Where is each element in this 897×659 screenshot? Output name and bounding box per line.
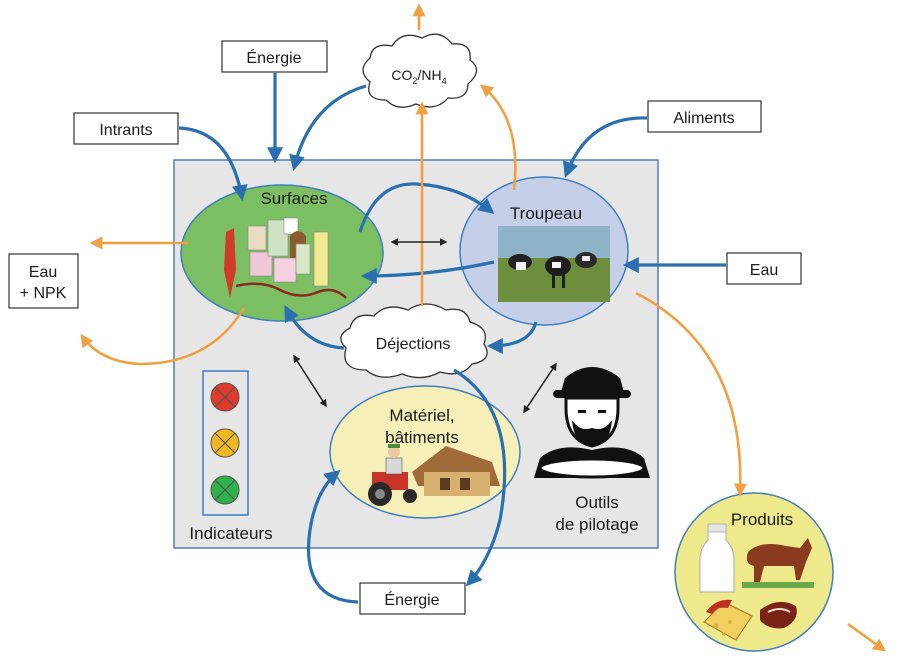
intrants-box [73, 112, 179, 145]
materiel-label-line2: bâtiments [385, 428, 459, 447]
eau-in-box [726, 252, 802, 285]
indicator-yellow-light [210, 428, 240, 458]
arrow-aliments-to-troupeau [562, 116, 648, 178]
orange-flows [80, 3, 887, 652]
indicator-green-light [210, 475, 240, 505]
eau-npk-box [8, 253, 79, 309]
energie-bottom-label: Énergie [384, 590, 439, 609]
energie-bottom-box [359, 582, 466, 615]
arrow-cloud-to-surfaces [289, 84, 367, 172]
arrow-energie-to-materiel [307, 469, 359, 604]
energie-top-box [221, 40, 328, 73]
surfaces-label: Surfaces [260, 189, 327, 208]
arrow-dejections-to-energie [453, 368, 507, 587]
farmer-pilot-icon [534, 367, 650, 479]
tractor-barn-illustration [368, 444, 500, 506]
arrow-dejections-materiel-link [293, 354, 327, 408]
eau-npk-line1: Eau [29, 264, 57, 281]
troupeau-label: Troupeau [510, 204, 582, 223]
surfaces-node [180, 184, 384, 322]
arrow-troupeau-to-dejections [486, 321, 538, 354]
gas-cloud [362, 33, 478, 108]
outils-label-line2: de pilotage [555, 515, 638, 534]
materiel-node [329, 385, 521, 519]
arrow-surfaces-to-troupeau [358, 182, 495, 233]
products-illustration [699, 523, 814, 641]
arrow-produits-out [847, 622, 887, 652]
blue-flows [178, 73, 726, 604]
eau-npk-line2: + NPK [20, 285, 67, 302]
arrow-intrants-to-surfaces [178, 126, 248, 202]
indicateurs-panel [202, 370, 249, 516]
materiel-label-line1: Matériel, [389, 406, 454, 425]
aliments-box [647, 100, 762, 133]
produits-node [674, 492, 834, 652]
interaction-arrows [293, 238, 557, 414]
produits-label: Produits [731, 510, 793, 529]
aliments-label: Aliments [673, 110, 734, 127]
arrow-materiel-outils-link [523, 362, 557, 414]
arrow-dejections-to-surfaces [284, 305, 345, 350]
dejections-cloud [340, 303, 488, 379]
indicateurs-label: Indicateurs [189, 524, 272, 543]
indicator-red-light [210, 382, 240, 412]
arrow-surfaces-to-eau-npk [80, 307, 246, 366]
field-map-illustration [224, 217, 347, 299]
troupeau-node [459, 176, 629, 326]
cows-photo [498, 226, 610, 302]
energie-top-label: Énergie [246, 48, 301, 67]
outils-label-line1: Outils [575, 493, 618, 512]
dejections-label: Déjections [376, 336, 451, 353]
intrants-label: Intrants [99, 122, 152, 139]
eau-in-label: Eau [750, 262, 778, 279]
arrow-troupeau-to-surfaces [360, 260, 495, 284]
arrow-troupeau-to-produits [635, 291, 747, 497]
arrow-troupeau-to-cloud [479, 84, 517, 191]
gas-label: CO2/NH4 [391, 67, 446, 86]
